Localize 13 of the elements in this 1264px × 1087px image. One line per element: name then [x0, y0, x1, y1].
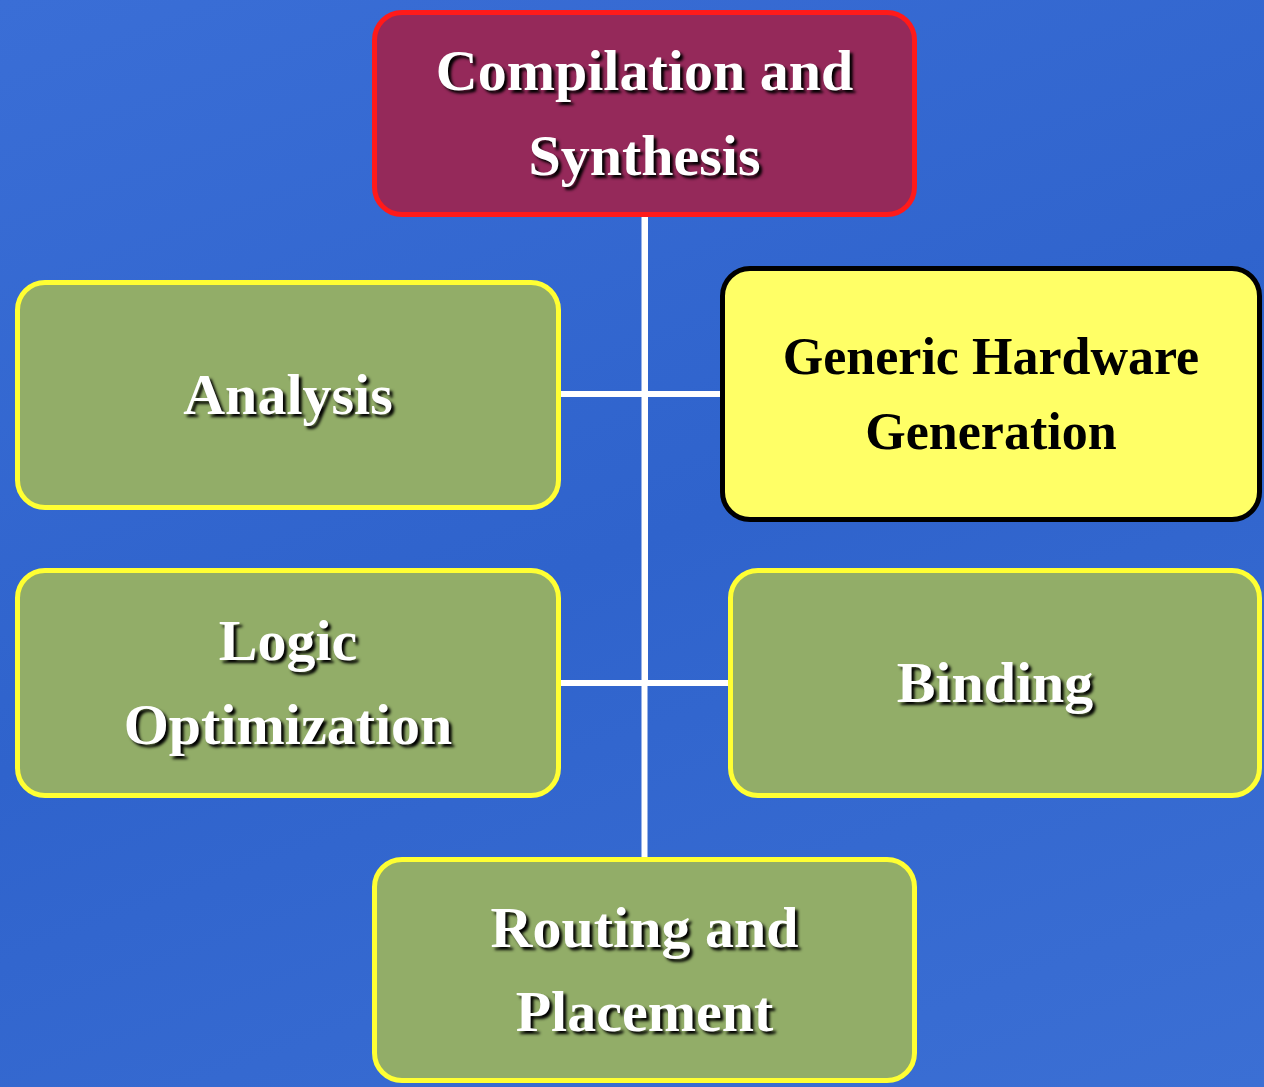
box-label: Binding — [896, 648, 1094, 717]
process-box — [372, 857, 917, 1083]
process-box — [372, 10, 917, 217]
connector-line — [641, 217, 648, 857]
box-label: Logic Optimization — [122, 606, 454, 759]
process-box — [15, 280, 561, 510]
box-label: Routing and Placement — [489, 893, 800, 1046]
process-box — [15, 568, 561, 798]
box-label: Compilation and Synthesis — [434, 37, 855, 190]
process-box — [720, 266, 1262, 522]
box-label: Analysis — [183, 360, 393, 429]
process-box — [728, 568, 1262, 798]
box-label: Generic Hardware Generation — [781, 326, 1201, 462]
